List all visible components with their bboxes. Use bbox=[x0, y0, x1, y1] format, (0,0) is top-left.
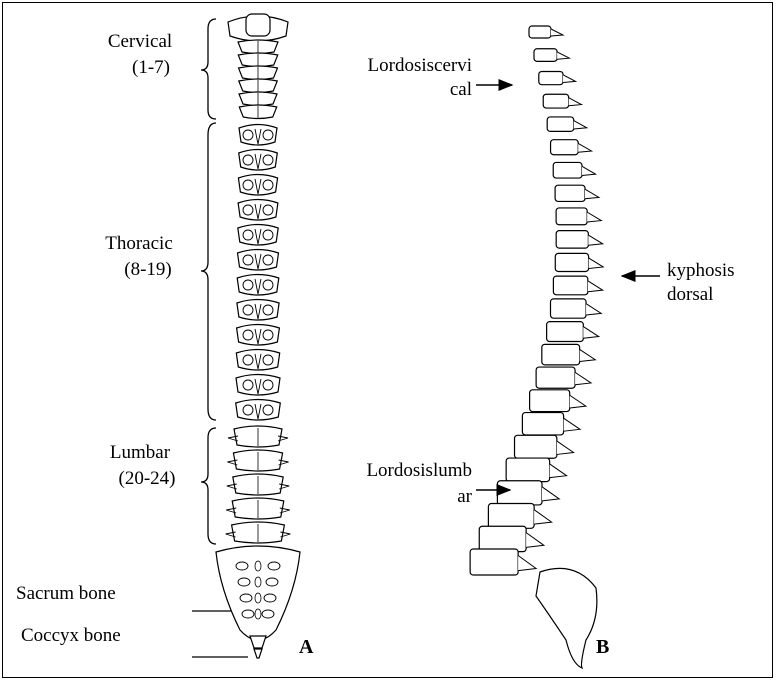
side-vertebra bbox=[551, 140, 579, 155]
side-vertebra bbox=[547, 117, 574, 131]
skull-base bbox=[246, 14, 270, 36]
side-vertebra bbox=[556, 208, 587, 225]
panel-label-a: A bbox=[299, 636, 313, 658]
curvature-cervical-line1: Lordosiscervi bbox=[300, 55, 472, 77]
coccyx-label: Coccyx bone bbox=[21, 625, 121, 647]
side-vertebra bbox=[515, 435, 557, 458]
side-vertebra bbox=[553, 276, 587, 295]
region-thoracic-name: Thoracic bbox=[86, 233, 192, 255]
brace-lumbar bbox=[201, 428, 216, 544]
spine-front-view bbox=[216, 14, 300, 658]
side-vertebra bbox=[556, 231, 588, 248]
side-vertebra bbox=[470, 549, 518, 575]
side-vertebra bbox=[555, 253, 588, 271]
side-vertebra bbox=[529, 26, 551, 38]
side-vertebra bbox=[547, 322, 584, 342]
side-vertebra bbox=[534, 49, 557, 62]
side-vertebra bbox=[555, 185, 585, 201]
region-cervical-range: (1-7) bbox=[110, 57, 192, 79]
curvature-cervical-line2: cal bbox=[380, 79, 472, 101]
side-vertebra bbox=[550, 299, 586, 318]
side-vertebra bbox=[539, 71, 563, 84]
side-vertebra bbox=[506, 458, 549, 482]
curvature-lumbar-line2: ar bbox=[380, 486, 472, 508]
spine-side-view bbox=[470, 26, 603, 668]
side-vertebra bbox=[522, 413, 563, 435]
side-vertebra bbox=[479, 526, 526, 551]
region-lumbar-range: (20-24) bbox=[95, 468, 199, 490]
coccyx bbox=[250, 636, 266, 648]
side-vertebra bbox=[497, 481, 542, 505]
side-vertebra bbox=[488, 504, 534, 529]
brace-cervical bbox=[201, 19, 216, 119]
region-cervical-name: Cervical bbox=[88, 31, 192, 53]
side-vertebra bbox=[543, 94, 568, 108]
curvature-dorsal-line2: dorsal bbox=[667, 284, 713, 306]
sacrum-side bbox=[536, 568, 597, 668]
side-vertebra bbox=[530, 390, 570, 412]
panel-label-b: B bbox=[596, 636, 609, 658]
curvature-lumbar-line1: Lordosislumb bbox=[290, 460, 472, 482]
brace-thoracic bbox=[201, 123, 216, 420]
side-vertebra bbox=[542, 344, 580, 365]
side-vertebra bbox=[536, 367, 575, 388]
sacrum-label: Sacrum bone bbox=[16, 583, 116, 605]
region-thoracic-range: (8-19) bbox=[104, 259, 192, 281]
curvature-dorsal-line1: kyphosis bbox=[667, 260, 735, 282]
side-vertebra bbox=[553, 162, 582, 178]
region-lumbar-name: Lumbar bbox=[88, 442, 192, 464]
